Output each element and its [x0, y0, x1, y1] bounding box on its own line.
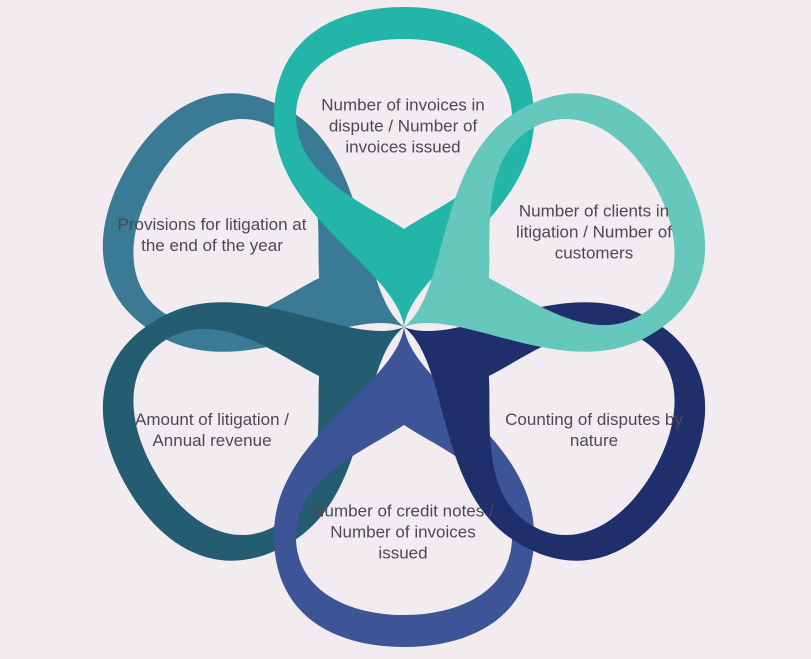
label-top: Number of invoices in dispute / Number o…: [321, 95, 485, 157]
label-bottom: Number of credit notes / Number of invoi…: [312, 501, 494, 563]
label-lower-left: Amount of litigation / Annual revenue: [134, 410, 290, 450]
label-upper-right: Number of clients in litigation / Number…: [516, 201, 672, 263]
label-lower-right: Counting of disputes by nature: [505, 410, 683, 450]
label-upper-left: Provisions for litigation at the end of …: [117, 215, 307, 255]
